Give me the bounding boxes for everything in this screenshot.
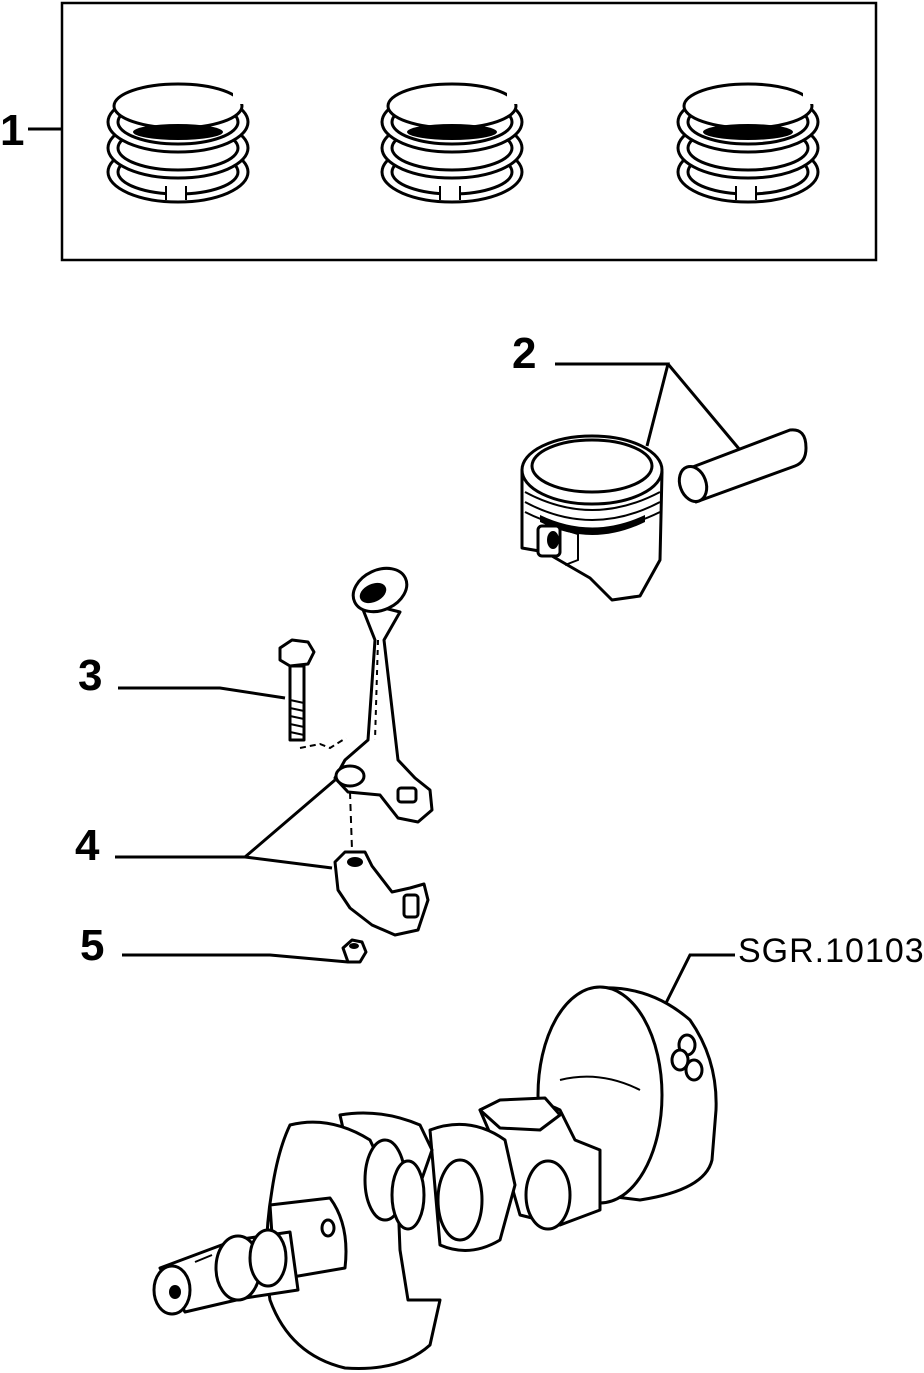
callout-2-number: 2 xyxy=(512,329,536,378)
ring-kit-frame xyxy=(60,1,878,262)
piston-assembly: 2 xyxy=(512,329,808,602)
rod-cap-icon xyxy=(333,850,430,937)
reference-code: SGR.10103 xyxy=(738,932,924,970)
callout-5-number: 5 xyxy=(80,921,104,970)
piston-pin-icon xyxy=(677,428,808,504)
callout-4-leader-branch xyxy=(244,855,333,870)
callout-2-leader-branch xyxy=(666,363,742,451)
rod-nut-icon xyxy=(341,938,368,964)
callout-4-number: 4 xyxy=(75,821,100,870)
ring-set-icon xyxy=(380,82,524,204)
ring-set-icon xyxy=(106,82,250,204)
callout-3-number: 3 xyxy=(78,651,102,700)
assembly-guide-line xyxy=(349,791,353,851)
callout-3-leader xyxy=(118,686,286,700)
callout-5-leader xyxy=(122,953,349,964)
rod-bolt-icon xyxy=(278,638,347,750)
crankshaft-icon xyxy=(152,985,718,1370)
ring-set-icon xyxy=(676,82,820,204)
reference-leader xyxy=(663,953,735,1006)
piston-icon xyxy=(520,434,664,602)
callout-1-number: 1 xyxy=(0,106,24,155)
connecting-rod-icon xyxy=(333,566,434,824)
reference-tag: SGR.10103 xyxy=(663,932,924,1006)
callout-4-leader xyxy=(115,778,336,859)
connecting-rod-assembly: 3 4 5 xyxy=(75,566,434,970)
piston-ring-kit: 1 xyxy=(0,1,878,262)
callout-2-leader xyxy=(555,362,670,447)
